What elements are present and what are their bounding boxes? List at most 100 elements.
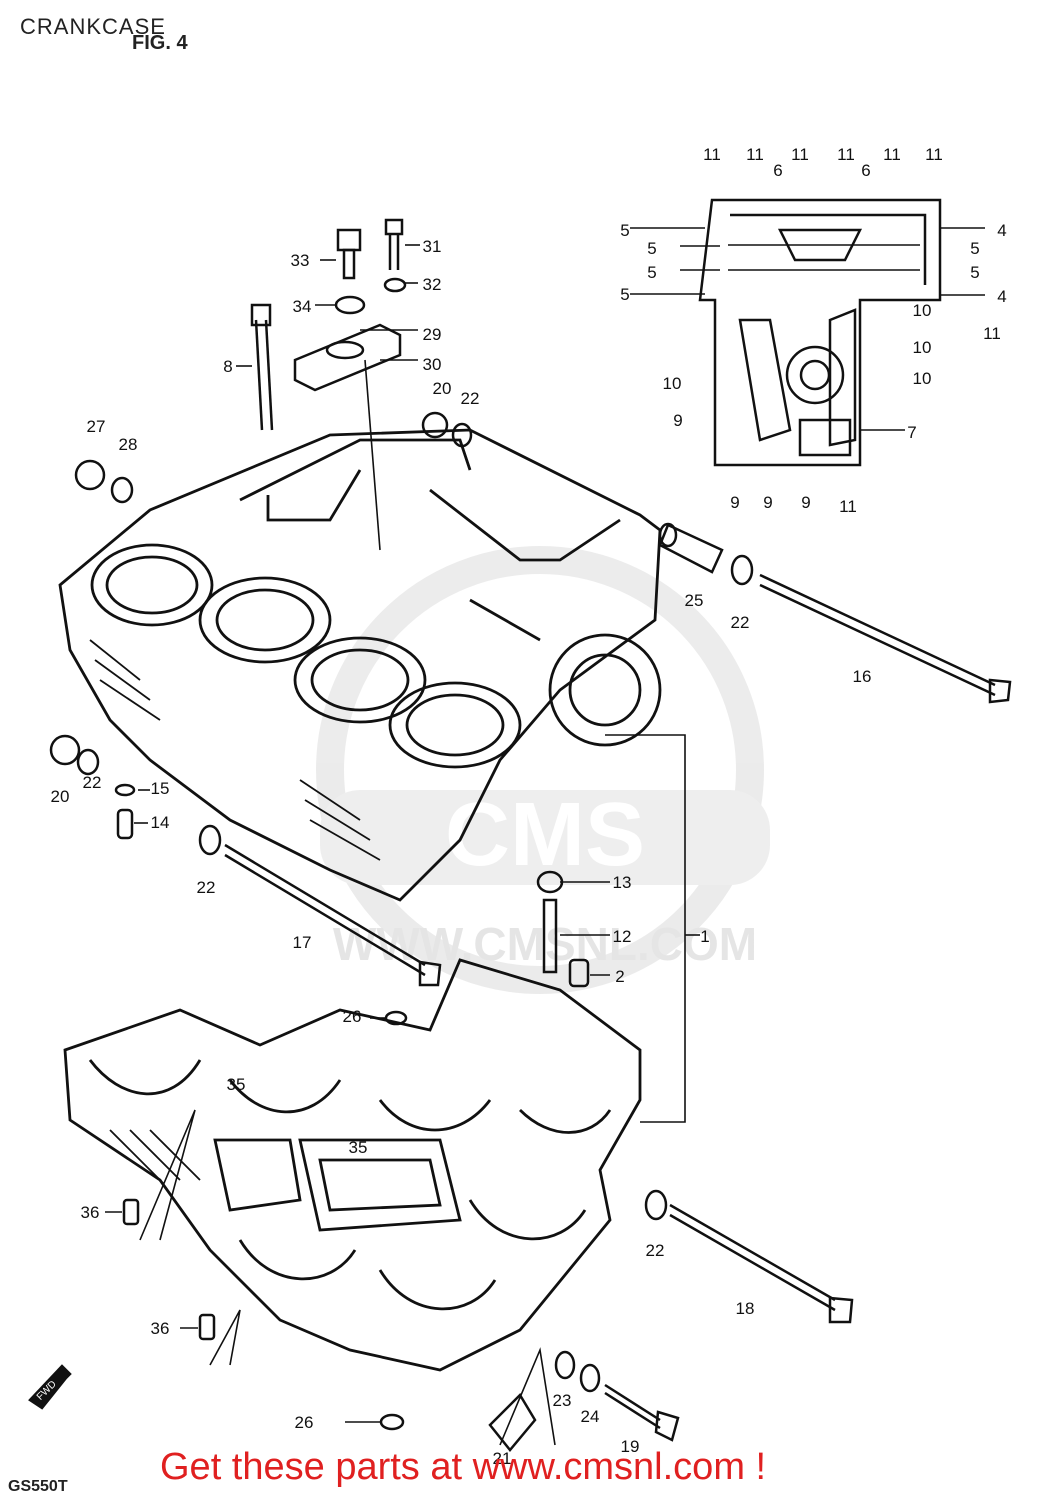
part-callout-10[interactable]: 10 — [663, 374, 682, 393]
part-callout-11[interactable]: 11 — [703, 145, 721, 164]
part-callout-10[interactable]: 10 — [913, 369, 932, 388]
part-callout-17[interactable]: 17 — [293, 933, 312, 952]
part-callout-9[interactable]: 9 — [730, 493, 739, 512]
part-callout-9[interactable]: 9 — [801, 493, 810, 512]
part-callout-34[interactable]: 34 — [293, 297, 312, 316]
part-callout-33[interactable]: 33 — [291, 251, 310, 270]
part-callout-11[interactable]: 11 — [837, 145, 855, 164]
oil-pressure-switch[interactable] — [336, 228, 362, 280]
part-callout-5[interactable]: 5 — [970, 239, 979, 258]
part-callout-22[interactable]: 22 — [461, 389, 480, 408]
part-callout-11[interactable]: 11 — [839, 497, 857, 516]
pipe-25[interactable] — [658, 522, 724, 574]
washer-28[interactable] — [110, 476, 134, 504]
washer-22-low[interactable] — [644, 1189, 668, 1221]
bolt-31[interactable] — [384, 218, 404, 270]
part-callout-22[interactable]: 22 — [646, 1241, 665, 1260]
part-callout-10[interactable]: 10 — [913, 301, 932, 320]
washer-23[interactable] — [554, 1350, 576, 1380]
oring-26-top[interactable] — [384, 1010, 408, 1026]
part-callout-18[interactable]: 18 — [736, 1299, 755, 1318]
part-callout-30[interactable]: 30 — [423, 355, 442, 374]
part-callout-35[interactable]: 35 — [349, 1138, 368, 1157]
part-callout-20[interactable]: 20 — [433, 379, 452, 398]
part-callout-5[interactable]: 5 — [970, 263, 979, 282]
part-callout-11[interactable]: 11 — [883, 145, 901, 164]
plug-20-left[interactable] — [49, 734, 81, 766]
part-callout-5[interactable]: 5 — [647, 239, 656, 258]
washer-22-top[interactable] — [451, 422, 473, 448]
washer-32[interactable] — [383, 277, 407, 293]
screw-36-bottom[interactable] — [198, 1313, 216, 1341]
part-callout-35[interactable]: 35 — [227, 1075, 246, 1094]
part-callout-6[interactable]: 6 — [773, 161, 782, 180]
bolt-18[interactable] — [669, 1203, 854, 1324]
part-callout-22[interactable]: 22 — [197, 878, 216, 897]
part-callout-23[interactable]: 23 — [553, 1391, 572, 1410]
part-callout-10[interactable]: 10 — [913, 338, 932, 357]
part-callout-5[interactable]: 5 — [620, 285, 629, 304]
part-callout-11[interactable]: 11 — [925, 145, 943, 164]
breather-cover[interactable] — [293, 323, 402, 392]
part-callout-27[interactable]: 27 — [87, 417, 106, 436]
washer-24[interactable] — [579, 1363, 601, 1393]
part-callout-22[interactable]: 22 — [83, 773, 102, 792]
part-callout-label: 9 — [763, 493, 772, 512]
part-callout-9[interactable]: 9 — [763, 493, 772, 512]
washer-22-mid[interactable] — [198, 824, 222, 856]
part-callout-36[interactable]: 36 — [151, 1319, 170, 1338]
plate-21[interactable] — [488, 1392, 537, 1452]
oring-15[interactable] — [114, 783, 136, 797]
part-callout-14[interactable]: 14 — [151, 813, 170, 832]
part-callout-8[interactable]: 8 — [223, 357, 232, 376]
part-callout-11[interactable]: 11 — [746, 145, 764, 164]
part-callout-22[interactable]: 22 — [731, 613, 750, 632]
part-callout-31[interactable]: 31 — [423, 237, 442, 256]
part-callout-24[interactable]: 24 — [581, 1407, 600, 1426]
plug-20-top[interactable] — [421, 411, 449, 439]
stud-bolt-16[interactable] — [759, 573, 1012, 704]
washer-22-right[interactable] — [730, 554, 754, 586]
part-callout-4[interactable]: 4 — [997, 221, 1006, 240]
part-callout-26[interactable]: 26 — [343, 1007, 362, 1026]
part-callout-4[interactable]: 4 — [997, 287, 1006, 306]
dowel-2[interactable] — [568, 958, 590, 988]
part-callout-20[interactable]: 20 — [51, 787, 70, 806]
washer-22-left[interactable] — [76, 748, 100, 776]
dowel-pin-14[interactable] — [116, 808, 134, 840]
part-callout-11[interactable]: 11 — [983, 324, 1001, 343]
lower-crankcase[interactable] — [63, 958, 642, 1372]
part-callout-29[interactable]: 29 — [423, 325, 442, 344]
part-callout-36[interactable]: 36 — [81, 1203, 100, 1222]
part-callout-11[interactable]: 11 — [791, 145, 809, 164]
part-callout-5[interactable]: 5 — [647, 263, 656, 282]
part-callout-7[interactable]: 7 — [907, 423, 916, 442]
part-callout-2[interactable]: 2 — [615, 967, 624, 986]
part-callout-12[interactable]: 12 — [613, 927, 632, 946]
part-callout-32[interactable]: 32 — [423, 275, 442, 294]
part-callout-13[interactable]: 13 — [613, 873, 632, 892]
bolt-17[interactable] — [224, 843, 442, 987]
upper-crankcase[interactable] — [58, 428, 662, 902]
nut-27[interactable] — [74, 459, 106, 491]
part-callout-1[interactable]: 1 — [700, 927, 709, 946]
part-callout-5[interactable]: 5 — [620, 221, 629, 240]
part-callout-15[interactable]: 15 — [151, 779, 170, 798]
part-callout-16[interactable]: 16 — [853, 667, 872, 686]
part-callout-21[interactable]: 21 — [493, 1449, 512, 1468]
oring-26-bottom[interactable] — [379, 1413, 405, 1431]
part-callout-28[interactable]: 28 — [119, 435, 138, 454]
part-callout-26[interactable]: 26 — [295, 1413, 314, 1432]
bolt-19[interactable] — [604, 1383, 680, 1442]
oil-pan-cover[interactable] — [698, 198, 942, 467]
part-callout-9[interactable]: 9 — [673, 411, 682, 430]
part-callout-label: 9 — [730, 493, 739, 512]
part-callout-19[interactable]: 19 — [621, 1437, 640, 1456]
bolt-8[interactable] — [250, 303, 274, 431]
part-callout-25[interactable]: 25 — [685, 591, 704, 610]
screw-36-top[interactable] — [122, 1198, 140, 1226]
part-callout-6[interactable]: 6 — [861, 161, 870, 180]
stud-12[interactable] — [542, 898, 558, 974]
buy-parts-link[interactable]: Get these parts at www.cmsnl.com ! — [160, 1446, 767, 1488]
oring-34[interactable] — [334, 295, 366, 315]
